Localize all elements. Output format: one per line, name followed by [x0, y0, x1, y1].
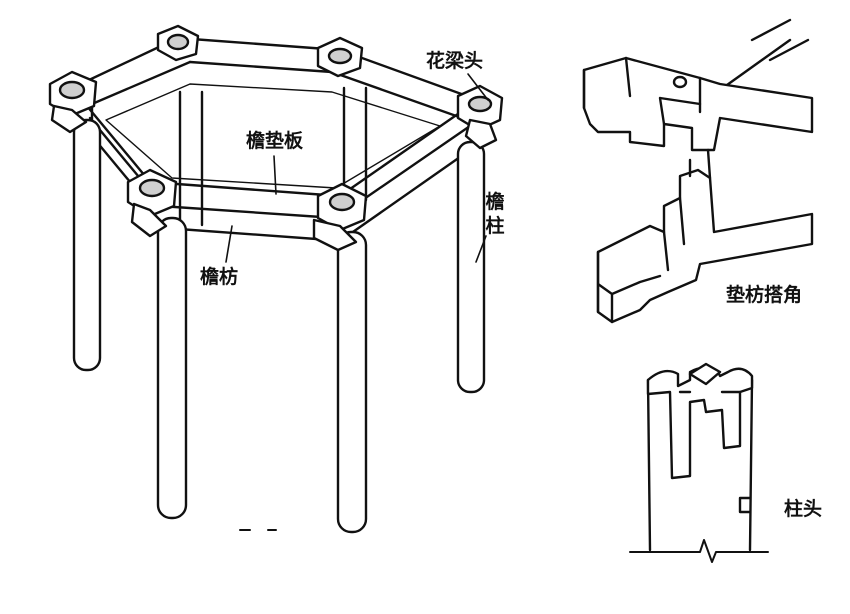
column-head-outline	[646, 378, 754, 552]
leader-flower-beam-head	[467, 73, 489, 101]
column-right	[456, 140, 486, 394]
column-front-right	[336, 230, 368, 534]
back-columns	[178, 86, 368, 227]
label-eave-column: 檐柱	[485, 191, 505, 237]
detail-lower-beam	[596, 168, 814, 324]
label-flower-beam-head: 花梁头	[426, 50, 484, 72]
beam-upper-right	[330, 48, 480, 120]
column-front-left	[156, 216, 188, 520]
column-back-right	[342, 86, 368, 202]
column-head-top	[646, 366, 754, 480]
leader-lines	[225, 73, 489, 263]
beam-lower-right	[338, 98, 480, 236]
leader-eave-pad-board	[273, 155, 277, 195]
beam-back	[176, 36, 342, 74]
column-left	[72, 118, 102, 372]
joint-front-right	[312, 182, 368, 252]
label-eave-tie-beam: 檐枋	[200, 266, 239, 288]
break-line	[629, 539, 769, 563]
beam-front	[148, 180, 342, 242]
joint-top-left	[156, 24, 200, 62]
joint-top-right	[316, 36, 364, 78]
label-column-head: 柱头	[784, 498, 823, 520]
column-back-left	[178, 90, 204, 227]
joint-right	[456, 84, 504, 150]
label-eave-pad-board: 檐垫板	[246, 130, 304, 152]
column-head-detail	[629, 362, 769, 563]
joint-left	[48, 70, 98, 134]
leader-eave-column	[475, 235, 487, 263]
corner-joints	[48, 24, 504, 252]
detail-peg	[672, 75, 688, 89]
joint-front-left	[126, 168, 178, 238]
front-columns	[72, 118, 486, 534]
label-pad-tie-corner: 垫枋搭角	[726, 284, 803, 306]
pad-tie-corner-detail	[582, 18, 814, 324]
detail-rear-beam	[718, 18, 810, 92]
leader-eave-tie-beam	[225, 225, 233, 263]
